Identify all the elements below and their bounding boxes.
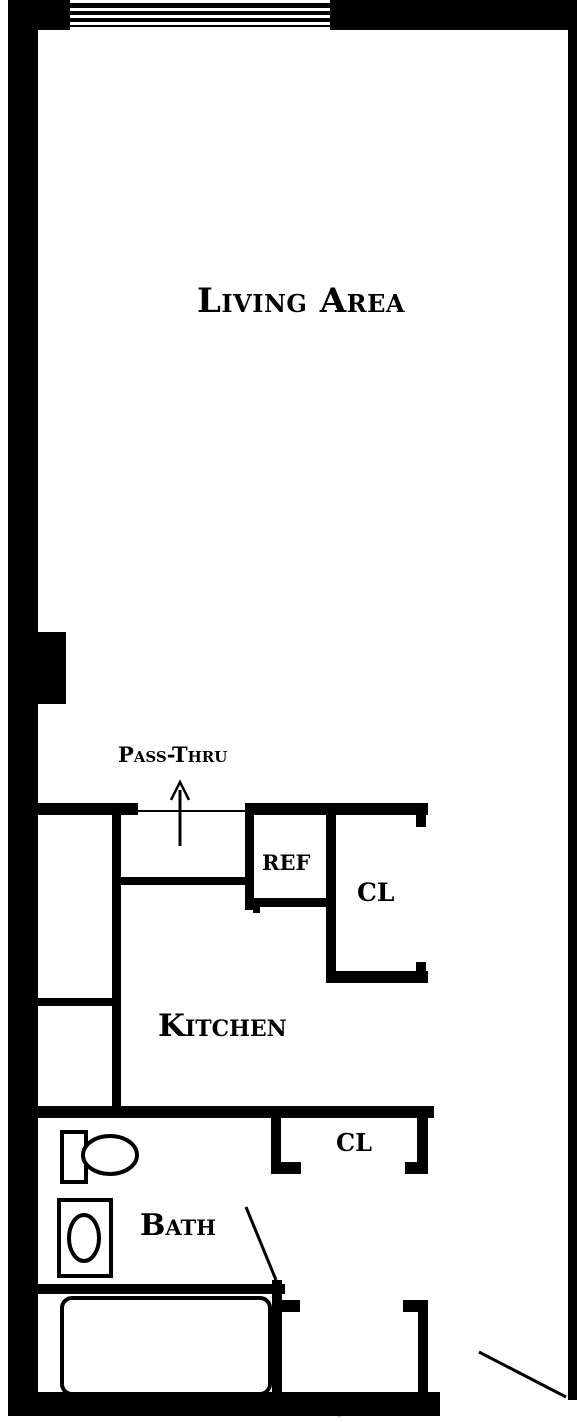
entry-closet-label: CL bbox=[329, 1393, 365, 1422]
top-wall-right bbox=[330, 0, 577, 30]
entry-closet bbox=[276, 1300, 428, 1408]
right-exterior-wall bbox=[568, 0, 577, 1400]
bath-lower-wall bbox=[38, 1284, 285, 1294]
toilet-icon bbox=[60, 1130, 139, 1184]
kitchen-label: Kitchen bbox=[158, 1008, 287, 1044]
kitchen-closet-label: CL bbox=[357, 878, 395, 907]
refrigerator-label: REF bbox=[262, 850, 311, 875]
kitchen-counter-shelf bbox=[38, 998, 116, 1006]
pass-thru-counter bbox=[38, 803, 138, 815]
top-wall-left bbox=[8, 0, 70, 30]
bath-door-jamb bbox=[272, 1280, 282, 1416]
left-exterior-wall bbox=[8, 0, 38, 1416]
pass-thru-arrow-icon bbox=[169, 779, 191, 846]
entry-door-swing bbox=[478, 1350, 567, 1399]
bathtub-icon bbox=[60, 1296, 272, 1396]
refrigerator bbox=[245, 803, 428, 913]
wall-column bbox=[38, 632, 66, 704]
window bbox=[70, 3, 330, 27]
living-area-label: Living Area bbox=[197, 281, 405, 321]
bath-closet bbox=[271, 1110, 428, 1174]
bath-closet-label: CL bbox=[336, 1128, 372, 1157]
sink-icon bbox=[57, 1198, 113, 1278]
kitchen-closet bbox=[326, 803, 428, 983]
kitchen-cabinet-divider bbox=[112, 811, 121, 1111]
kitchen-bath-wall bbox=[38, 1106, 434, 1118]
bath-label: Bath bbox=[140, 1208, 216, 1243]
bath-door-swing bbox=[244, 1206, 278, 1281]
kitchen-upper-wall bbox=[118, 877, 248, 885]
pass-thru-label: Pass-Thru bbox=[118, 742, 228, 767]
